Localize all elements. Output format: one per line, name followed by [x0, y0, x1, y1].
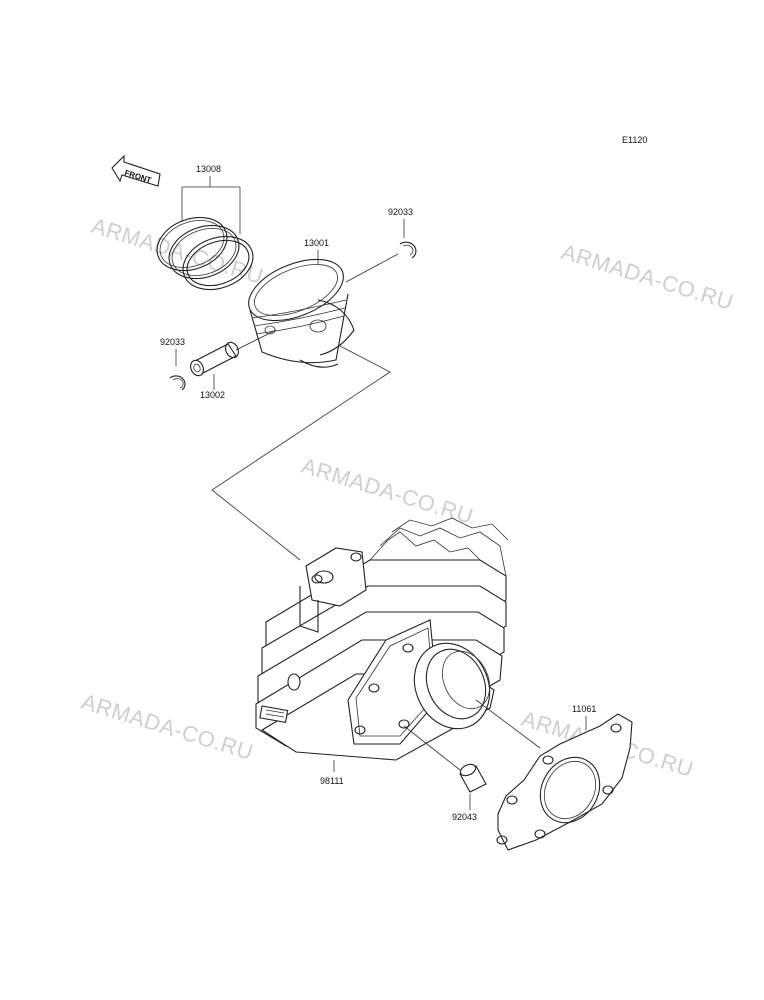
piston-rings[interactable] [150, 208, 261, 299]
watermark-2: ARMADA-CO.RU [559, 239, 737, 315]
watermark-4: ARMADA-CO.RU [79, 689, 257, 765]
dowel-pin[interactable] [459, 762, 487, 793]
assembly-line [211, 345, 391, 561]
label-cylinder: 98111 [320, 776, 344, 786]
piston-pin[interactable] [188, 340, 241, 378]
circlip-right[interactable] [399, 241, 417, 259]
leader-piston-rings [181, 176, 241, 234]
label-piston-rings: 13008 [196, 164, 221, 174]
label-piston-pin: 13002 [200, 390, 225, 400]
label-piston: 13001 [304, 238, 329, 248]
diagram-code: E1120 [622, 135, 647, 145]
piston[interactable] [240, 247, 355, 368]
watermark-3: ARMADA-CO.RU [299, 453, 477, 529]
label-circlip-left: 92033 [160, 337, 185, 347]
label-circlip-right: 92033 [388, 207, 413, 217]
gasket[interactable] [496, 713, 633, 851]
front-arrow-icon: FRONT [111, 154, 161, 187]
label-gasket: 11061 [572, 704, 596, 714]
circlip-left[interactable] [169, 375, 186, 391]
cylinder[interactable] [255, 517, 509, 761]
label-dowel-pin: 92043 [452, 812, 477, 822]
